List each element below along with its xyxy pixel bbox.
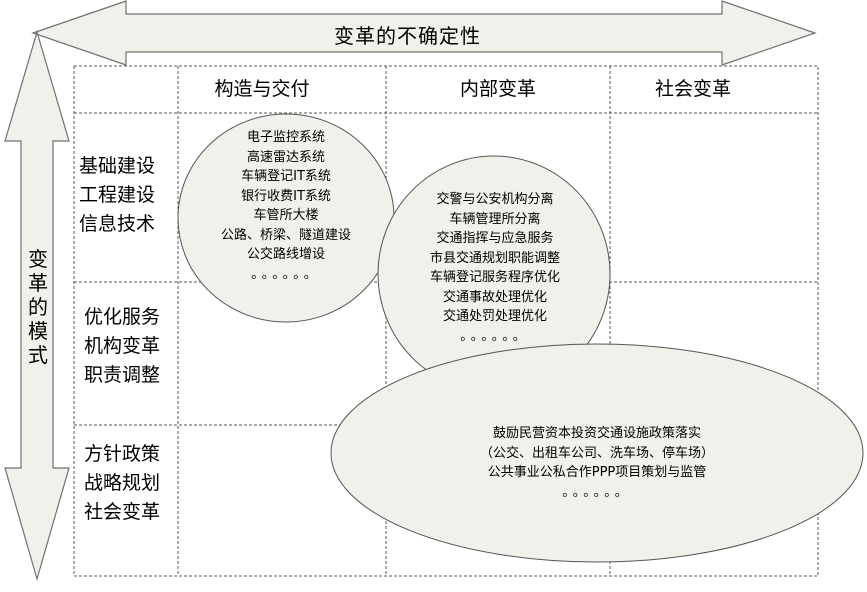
ellipse-item: 车辆登记IT系统 <box>241 169 331 184</box>
y-axis-title-char: 革 <box>28 271 48 295</box>
ellipse-item: 交通处罚处理优化 <box>442 309 547 324</box>
column-header-social: 社会变革 <box>654 78 731 100</box>
ellipse-item: 交警与公安机构分离 <box>436 192 554 207</box>
ellipse-item: （公交、出租车公司、洗车场、停车场） <box>479 445 714 461</box>
row-header-line: 优化服务 <box>84 306 161 328</box>
row-header-policy: 方针政策 战略规划 社会变革 <box>84 440 160 527</box>
ellipse-item: 高速雷达系统 <box>246 149 325 165</box>
row-header-line: 社会变革 <box>84 501 161 523</box>
y-axis-arrow <box>4 29 70 582</box>
y-axis-title-char: 的 <box>28 295 48 319</box>
row-header-line: 战略规划 <box>84 472 161 494</box>
x-axis-arrow <box>31 0 817 66</box>
row-header-infrastructure: 基础建设 工程建设 信息技术 <box>79 152 155 239</box>
ellipse-item: 车管所大楼 <box>253 208 319 223</box>
row-header-line: 职责调整 <box>84 364 161 386</box>
row-header-line: 机构变革 <box>84 335 161 357</box>
ellipse-internal: 交警与公安机构分离 车辆管理所分离 交通指挥与应急服务 市县交通规划职能调整 车… <box>392 190 598 346</box>
ellipse-item: 鼓励民营资本投资交通设施政策落实 <box>492 426 701 441</box>
ellipse-ellipsis: 。。。。。。 <box>460 328 530 344</box>
ellipse-ellipsis: 。。。。。。 <box>251 266 321 282</box>
row-header-line: 方针政策 <box>84 443 161 465</box>
ellipse-item: 车辆管理所分离 <box>449 211 541 227</box>
column-header-internal: 内部变革 <box>459 78 536 100</box>
y-axis-title-char: 模 <box>28 319 48 343</box>
y-axis-title-char: 式 <box>28 343 48 367</box>
row-header-service: 优化服务 机构变革 职责调整 <box>84 303 160 390</box>
ellipse-item: 公交路线增设 <box>246 247 325 262</box>
ellipse-item: 公共事业公私合作PPP项目策划与监管 <box>487 465 707 480</box>
ellipse-item: 车辆登记服务程序优化 <box>429 270 560 285</box>
column-header-construction: 构造与交付 <box>214 78 310 100</box>
row-header-line: 基础建设 <box>79 155 156 177</box>
y-axis-title: 变 革 的 模 式 <box>26 247 50 367</box>
ellipse-item: 市县交通规划职能调整 <box>429 250 560 266</box>
row-header-line: 工程建设 <box>79 184 156 206</box>
ellipse-item: 电子监控系统 <box>246 130 325 145</box>
ellipse-item: 公路、桥梁、隧道建设 <box>220 227 351 243</box>
row-header-line: 信息技术 <box>79 213 156 235</box>
ellipse-social: 鼓励民营资本投资交通设施政策落实 （公交、出租车公司、洗车场、停车场） 公共事业… <box>442 424 752 502</box>
ellipse-item: 银行收费IT系统 <box>241 188 331 204</box>
x-axis-title: 变革的不确定性 <box>334 24 481 48</box>
ellipse-item: 交通事故处理优化 <box>442 289 547 305</box>
ellipse-construction: 电子监控系统 高速雷达系统 车辆登记IT系统 银行收费IT系统 车管所大楼 公路… <box>186 128 386 284</box>
ellipse-ellipsis: 。。。。。。 <box>562 484 632 500</box>
y-axis-title-char: 变 <box>28 247 48 271</box>
ellipse-item: 交通指挥与应急服务 <box>436 231 554 246</box>
ellipse-social-shape <box>330 343 864 563</box>
